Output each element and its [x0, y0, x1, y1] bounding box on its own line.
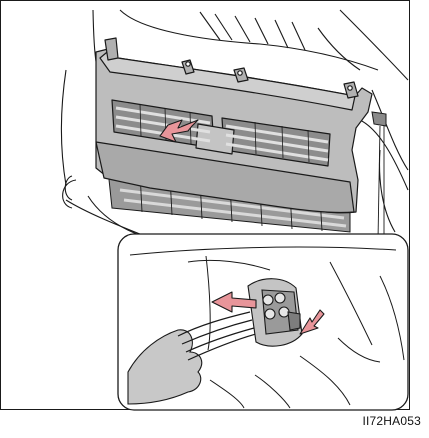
electrical-connector [248, 279, 302, 346]
figure-code: II72HA053 [362, 414, 421, 428]
connector-detail-inset [118, 234, 408, 410]
